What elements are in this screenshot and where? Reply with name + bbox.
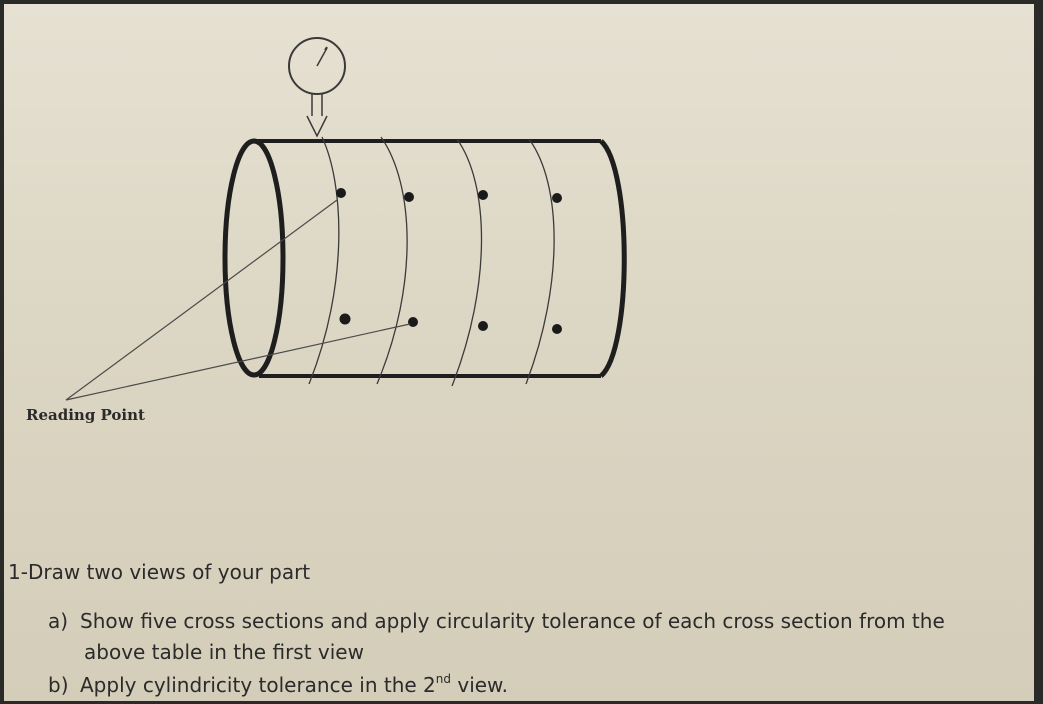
document-page: Reading Point 1-Draw two views of your p… <box>4 4 1034 701</box>
item-b-text: Apply cylindricity tolerance in the 2 <box>80 673 436 697</box>
reading-point-marker <box>404 192 414 202</box>
reading-point-marker <box>552 324 562 334</box>
item-b-superscript: nd <box>435 672 451 686</box>
item-b-text-end: view. <box>451 673 508 697</box>
item-a-text-continued: above table in the first view <box>84 640 364 664</box>
cylinder-diagram <box>65 37 627 401</box>
reading-point-marker <box>339 313 351 325</box>
reading-point-marker <box>552 193 562 203</box>
list-item-a: a) Show five cross sections and apply cir… <box>48 609 945 633</box>
reading-point-marker <box>478 190 488 200</box>
reading-point-marker <box>336 188 346 198</box>
dial-indicator-icon <box>288 37 346 138</box>
reading-point-label: Reading Point <box>26 406 145 424</box>
reading-point-marker <box>478 321 488 331</box>
question-title: 1-Draw two views of your part <box>8 560 311 584</box>
leader-lines <box>65 199 411 401</box>
item-a-marker: a) <box>48 609 69 633</box>
cross-section-lines <box>308 136 555 387</box>
reading-point-marker <box>408 317 418 327</box>
item-b-marker: b) <box>48 673 69 697</box>
reading-points <box>336 188 562 334</box>
item-a-text: Show five cross sections and apply circu… <box>80 609 945 633</box>
list-item-b: b) Apply cylindricity tolerance in the 2n… <box>48 672 508 697</box>
cylinder-body <box>222 138 627 378</box>
